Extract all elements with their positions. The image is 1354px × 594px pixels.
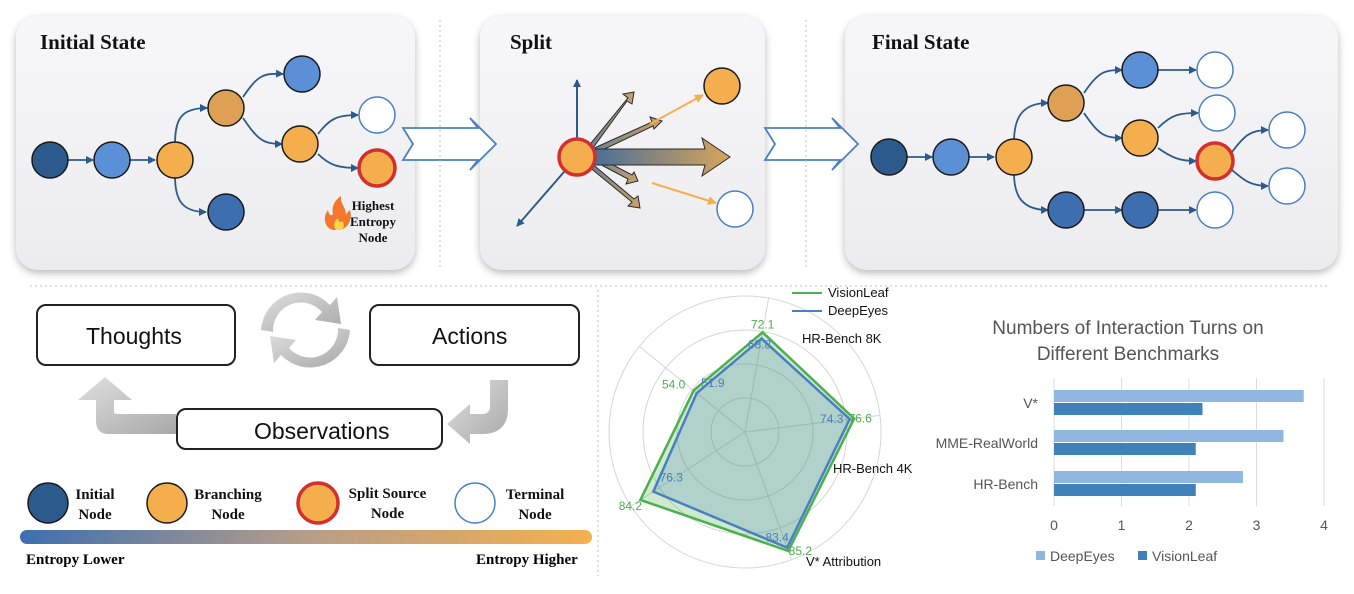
bar-deepeyes bbox=[1054, 390, 1304, 402]
radar-value-label: 83.4 bbox=[765, 531, 789, 545]
observations-to-thoughts-arrow bbox=[78, 377, 176, 434]
initial-state-nodes bbox=[31, 55, 397, 231]
bar-chart-title: Numbers of Interaction Turns on bbox=[992, 318, 1263, 339]
transition-arrow-2 bbox=[763, 117, 860, 171]
bar-category-label: HR-Bench bbox=[973, 476, 1038, 492]
bar-legend-swatch bbox=[1138, 551, 1147, 560]
split-thick-arrows bbox=[586, 91, 731, 209]
radar-value-label: 72.1 bbox=[751, 317, 775, 331]
observations-label: Observations bbox=[254, 418, 390, 444]
legend-split-source-node bbox=[296, 481, 340, 525]
fire-icon bbox=[324, 196, 351, 230]
legend-label-branching: Branching Node bbox=[194, 487, 262, 523]
bar-visionleaf bbox=[1054, 443, 1196, 455]
separators bbox=[30, 20, 1330, 576]
radar-legend-label: DeepEyes bbox=[828, 303, 888, 318]
actions-label: Actions bbox=[432, 323, 508, 349]
cycle-refresh-icon bbox=[261, 292, 350, 368]
radar-spoke bbox=[630, 431, 746, 507]
radar-legend-label: VisionLeaf bbox=[828, 285, 889, 300]
bar-x-tick: 4 bbox=[1320, 517, 1328, 533]
radar-chart: 72.1 76.6 85.2 84.2 54.0 68.8 74.3 83.4 76.3 51.9… bbox=[608, 285, 913, 569]
bar-legend-label: DeepEyes bbox=[1050, 548, 1115, 564]
radar-value-label: 84.2 bbox=[619, 499, 643, 513]
bar-legend-swatch bbox=[1036, 551, 1045, 560]
final-state-edges bbox=[907, 66, 1269, 214]
legend-circles bbox=[27, 481, 496, 525]
thoughts-label: Thoughts bbox=[86, 323, 182, 349]
bar-legend-label: VisionLeaf bbox=[1152, 548, 1217, 564]
radar-spoke bbox=[744, 431, 792, 560]
radar-value-label: 76.3 bbox=[660, 471, 684, 485]
radar-axis-label: V* Attribution bbox=[806, 554, 881, 569]
legend-label-terminal: Terminal Node bbox=[505, 487, 565, 523]
split-source-node bbox=[557, 137, 597, 177]
bar-x-tick: 2 bbox=[1185, 517, 1193, 533]
radar-axis-label: HR-Bench 8K bbox=[802, 331, 882, 346]
legend-branching-node bbox=[146, 482, 188, 524]
radar-gridline bbox=[710, 397, 780, 467]
radar-spoke bbox=[638, 346, 746, 433]
radar-series-visionleaf bbox=[638, 330, 856, 553]
bar-chart: Numbers of Interaction Turns on Different… bbox=[936, 318, 1329, 564]
radar-value-label: 68.8 bbox=[748, 338, 772, 352]
bar-category-label: V* bbox=[1023, 395, 1038, 411]
radar-series-deepeyes bbox=[651, 336, 852, 550]
bar-deepeyes bbox=[1054, 471, 1243, 483]
split-orange-arrows bbox=[649, 94, 717, 205]
split-panel bbox=[480, 16, 765, 270]
legend-terminal-node bbox=[454, 482, 496, 524]
bar-category-label: MME-RealWorld bbox=[936, 435, 1038, 451]
bar-deepeyes bbox=[1054, 430, 1284, 442]
radar-value-label: 51.9 bbox=[701, 376, 725, 390]
transition-arrow-1 bbox=[401, 117, 498, 171]
radar-value-label: 54.0 bbox=[662, 377, 686, 391]
split-nodes bbox=[557, 67, 754, 228]
actions-to-observations-arrow bbox=[447, 380, 508, 444]
radar-gridline bbox=[608, 295, 882, 569]
radar-spoke bbox=[744, 297, 770, 433]
bar-chart-title: Different Benchmarks bbox=[1037, 344, 1219, 365]
initial-node bbox=[31, 141, 69, 179]
observations-box bbox=[176, 408, 443, 450]
radar-value-label: 85.2 bbox=[789, 544, 813, 558]
entropy-gradient-bar bbox=[20, 530, 592, 544]
split-title: Split bbox=[510, 30, 553, 54]
radar-spoke bbox=[744, 414, 881, 433]
bar-x-tick: 3 bbox=[1253, 517, 1261, 533]
final-state-nodes bbox=[870, 51, 1306, 229]
entropy-higher-label: Entropy Higher bbox=[476, 552, 578, 568]
radar-value-label: 76.6 bbox=[848, 412, 872, 426]
bar-visionleaf bbox=[1054, 403, 1203, 415]
thoughts-box bbox=[36, 304, 236, 366]
legend-initial-node bbox=[27, 482, 69, 524]
actions-box bbox=[369, 304, 580, 366]
final-state-panel bbox=[845, 16, 1338, 270]
radar-gridline bbox=[676, 363, 814, 501]
bar-x-tick: 0 bbox=[1050, 517, 1058, 533]
initial-state-title: Initial State bbox=[40, 30, 146, 54]
initial-state-edges bbox=[68, 69, 359, 216]
legend-label-split-source: Split Source Node bbox=[348, 486, 427, 522]
highest-entropy-label: Highest Entropy Node bbox=[350, 198, 396, 245]
initial-state-panel bbox=[16, 16, 415, 270]
entropy-lower-label: Entropy Lower bbox=[26, 552, 125, 568]
legend-label-initial: Initial Node bbox=[75, 487, 115, 523]
bar-x-tick: 1 bbox=[1118, 517, 1126, 533]
radar-value-label: 74.3 bbox=[820, 412, 844, 426]
radar-axis-label: HR-Bench 4K bbox=[833, 461, 913, 476]
bar-visionleaf bbox=[1054, 484, 1196, 496]
final-state-title: Final State bbox=[872, 30, 970, 54]
